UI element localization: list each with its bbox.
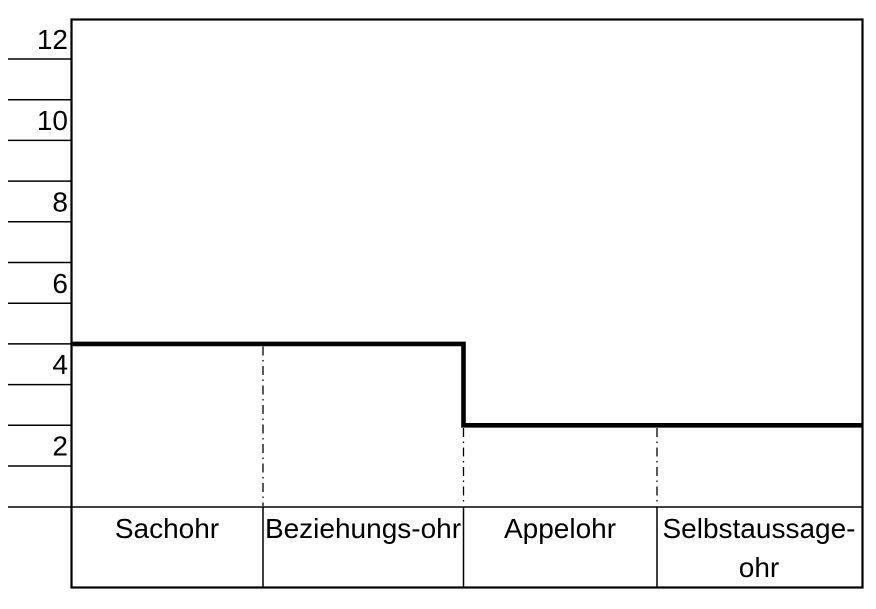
y-label-6: 6 xyxy=(52,268,68,299)
step-data-line xyxy=(71,341,862,428)
dashdot-separators xyxy=(262,346,658,506)
plot-border xyxy=(70,18,864,589)
x-axis-labels: Sachohr Beziehungs-ohr Appelohr Selbstau… xyxy=(115,513,856,583)
category-label-selbstaussage-line2: ohr xyxy=(739,552,779,583)
y-label-2: 2 xyxy=(52,431,68,462)
y-axis-labels: 12 10 8 6 4 2 xyxy=(37,24,68,462)
y-label-12: 12 xyxy=(37,24,68,55)
category-dividers xyxy=(262,507,658,587)
y-label-4: 4 xyxy=(52,349,68,380)
category-label-sachohr: Sachohr xyxy=(115,513,219,544)
y-label-10: 10 xyxy=(37,105,68,136)
category-label-appelohr: Appelohr xyxy=(504,513,616,544)
y-axis-ticks xyxy=(8,58,71,467)
category-label-beziehungs-ohr: Beziehungs-ohr xyxy=(265,513,461,544)
category-label-selbstaussage-line1: Selbstaussage- xyxy=(662,513,855,544)
y-label-8: 8 xyxy=(52,187,68,218)
